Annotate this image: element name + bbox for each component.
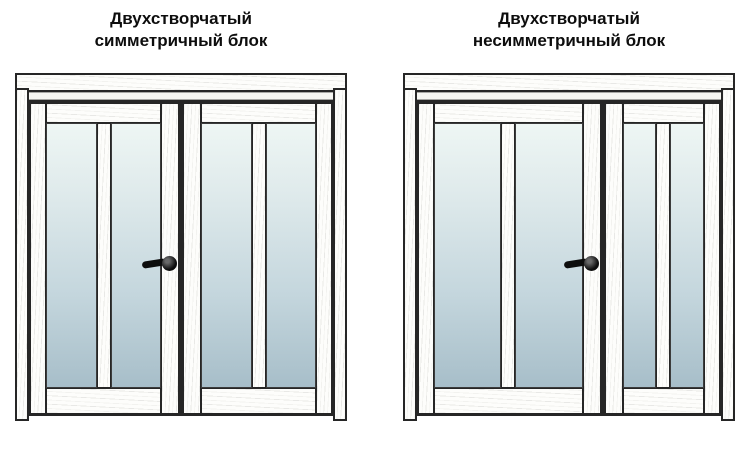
hanging-stile <box>418 103 434 414</box>
meeting-stile <box>183 103 201 414</box>
mullion <box>501 123 516 388</box>
door-frame-jamb-left <box>403 88 417 421</box>
title-line-2: несимметричный блок <box>472 31 666 50</box>
top-rail <box>434 103 583 123</box>
door-drawing-asymmetric <box>403 73 735 421</box>
door-block-symmetric: Двухстворчатый симметричный блок <box>6 8 356 421</box>
glass-pane <box>434 123 502 388</box>
top-rail <box>201 103 316 123</box>
glass-pane <box>265 123 316 388</box>
glass-pane <box>670 123 704 388</box>
door-drawing-symmetric <box>15 73 347 421</box>
meeting-stile <box>604 103 623 414</box>
hanging-stile <box>703 103 720 414</box>
hanging-stile <box>316 103 332 414</box>
handle-rosette-icon <box>162 256 177 271</box>
handle-rosette-icon <box>583 256 599 271</box>
top-rail <box>622 103 704 123</box>
top-rail <box>46 103 161 123</box>
door-leaf-left <box>28 101 181 416</box>
glass-pane <box>46 123 97 388</box>
title-line-1: Двухстворчатый <box>498 9 640 28</box>
door-frame-stop-molding <box>408 91 730 101</box>
door-leaf-right <box>181 101 334 416</box>
bottom-rail <box>46 388 161 414</box>
glass-pane <box>201 123 252 388</box>
title-line-2: симметричный блок <box>94 31 268 50</box>
door-leaves <box>416 101 722 416</box>
door-leaves <box>28 101 334 416</box>
bottom-rail <box>434 388 583 414</box>
glass-pane <box>622 123 657 388</box>
glass-pane <box>110 123 161 388</box>
door-frame-jamb-left <box>15 88 29 421</box>
door-leaf-narrow <box>602 101 722 416</box>
door-frame-jamb-right <box>333 88 347 421</box>
door-frame-head <box>403 73 735 92</box>
door-handle-icon <box>559 253 601 275</box>
door-handle-icon <box>137 253 179 275</box>
door-frame-jamb-right <box>721 88 735 421</box>
door-frame-head <box>15 73 347 92</box>
door-frame-stop-molding <box>20 91 342 101</box>
door-title-symmetric: Двухстворчатый симметричный блок <box>6 8 356 54</box>
bottom-rail <box>201 388 316 414</box>
door-block-asymmetric: Двухстворчатый несимметричный блок <box>394 8 744 421</box>
glass-pane <box>515 123 583 388</box>
bottom-rail <box>622 388 704 414</box>
door-leaf-wide <box>416 101 603 416</box>
mullion <box>251 123 266 388</box>
hanging-stile <box>30 103 46 414</box>
door-title-asymmetric: Двухстворчатый несимметричный блок <box>394 8 744 54</box>
title-line-1: Двухстворчатый <box>110 9 252 28</box>
mullion <box>656 123 671 388</box>
mullion <box>96 123 111 388</box>
